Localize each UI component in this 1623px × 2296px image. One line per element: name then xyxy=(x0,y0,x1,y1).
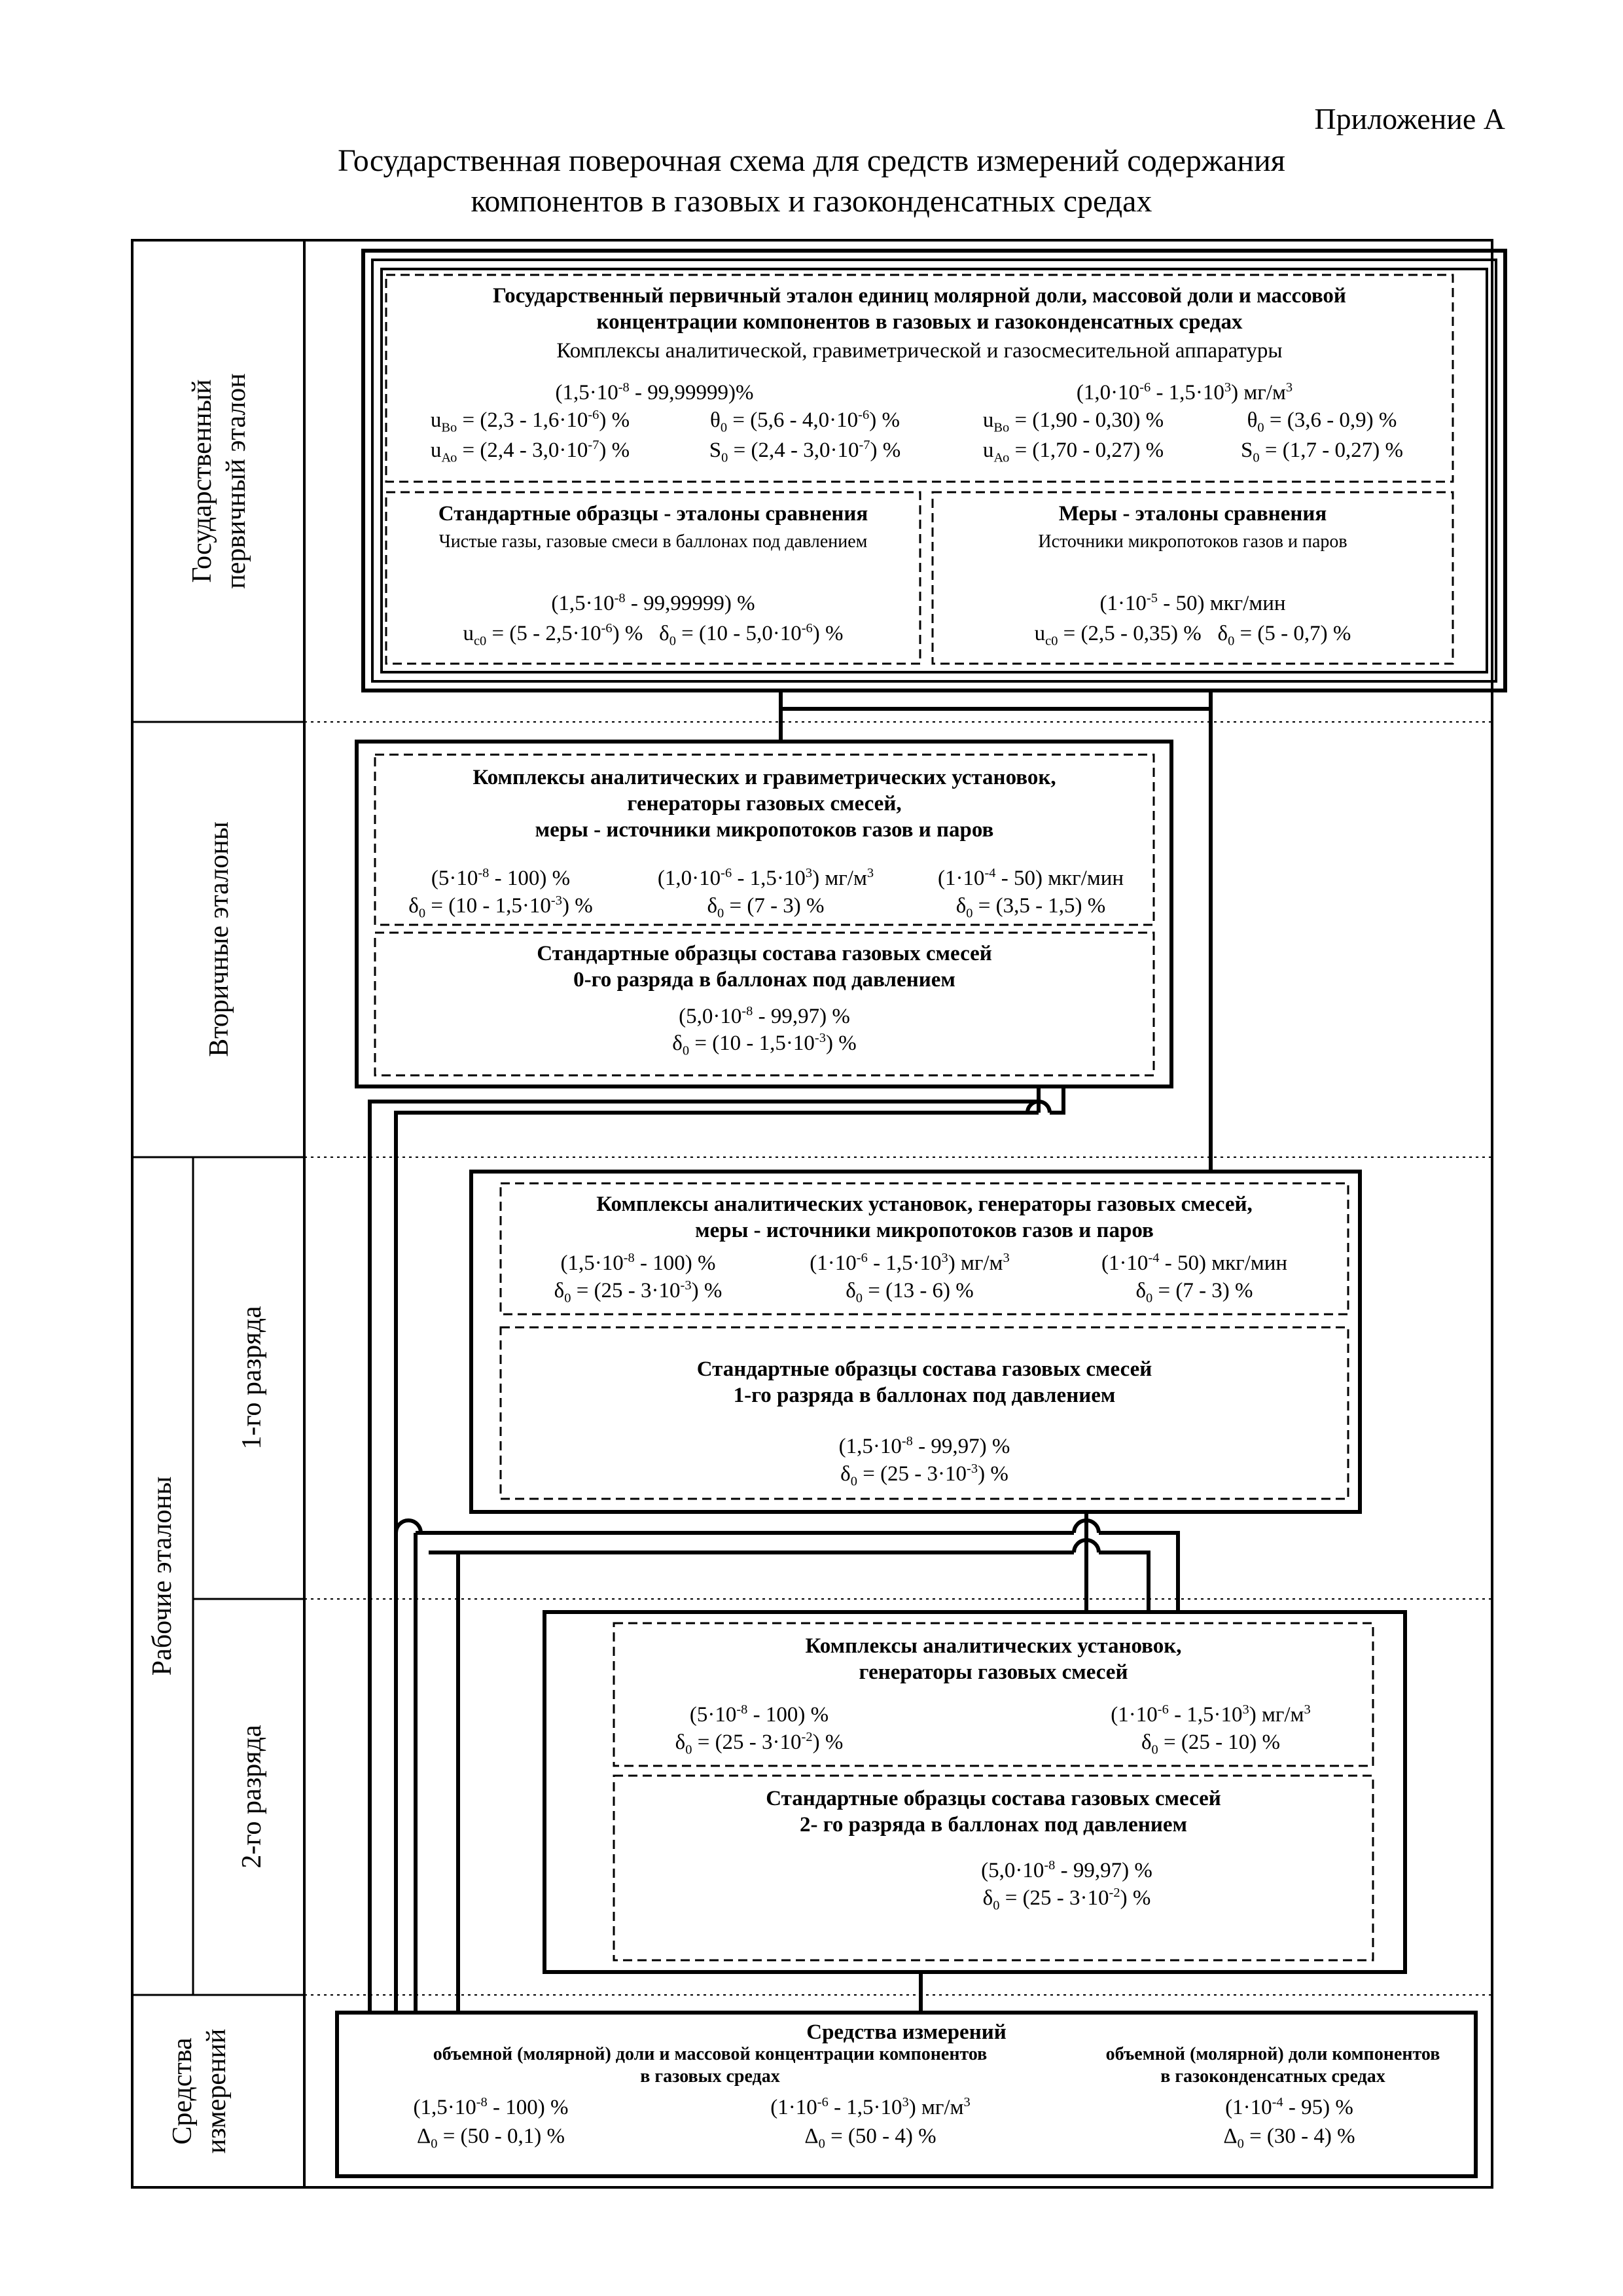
secondary-r2: (1,0·10-6 - 1,5·103) мг/м3 xyxy=(657,866,874,890)
primary-range-mass: (1,0·10-6 - 1,5·103) мг/м3 xyxy=(1076,380,1293,404)
primary-sub-left-sub: Чистые газы, газовые смеси в баллонах по… xyxy=(438,531,868,552)
grade1-r1: (1,5·10-8 - 100) % xyxy=(560,1251,716,1275)
grade2-title: Комплексы аналитических установок, генер… xyxy=(805,1634,1182,1684)
grade2-so-delta: δ0 = (25 - 3·10-2) % xyxy=(982,1886,1151,1913)
secondary-d3: δ0 = (3,5 - 1,5) % xyxy=(955,894,1106,921)
level-grade1-label: 1-го разряда xyxy=(237,1306,267,1450)
grade1-d1: δ0 = (25 - 3·10-3) % xyxy=(554,1278,722,1306)
primary-sub-right-sub: Источники микропотоков газов и паров xyxy=(1038,531,1347,552)
level-primary-label: Государственный первичный эталон xyxy=(187,373,251,589)
primary-range-molar: (1,5·10-8 - 99,99999)% xyxy=(555,380,754,404)
instruments-left-desc: объемной (молярной) доли и массовой конц… xyxy=(433,2044,988,2087)
instruments-r2: (1·10-6 - 1,5·103) мг/м3 xyxy=(770,2095,971,2119)
instruments-title: Средства измерений xyxy=(806,2020,1007,2044)
primary-title: Государственный первичный эталон единиц … xyxy=(493,284,1346,334)
instruments-D1: Δ0 = (50 - 0,1) % xyxy=(416,2125,565,2151)
instruments-r3: (1·10-4 - 95) % xyxy=(1225,2095,1353,2119)
grade1-title: Комплексы аналитических установок, генер… xyxy=(596,1193,1253,1242)
secondary-title: Комплексы аналитических и гравиметрическ… xyxy=(473,766,1056,842)
grade2-d2: δ0 = (25 - 10) % xyxy=(1141,1731,1281,1757)
primary-theta-right: θ0 = (3,6 - 0,9) % xyxy=(1247,408,1397,435)
instruments-r1: (1,5·10-8 - 100) % xyxy=(413,2095,569,2119)
primary-uBo-left: uВо = (2,3 - 1,6·10-6) % xyxy=(430,408,630,435)
secondary-d1: δ0 = (10 - 1,5·10-3) % xyxy=(408,893,593,921)
primary-sub-left-title: Стандартные образцы - эталоны сравнения xyxy=(438,502,868,526)
primary-sub-right-unc: uc0 = (2,5 - 0,35) % δ0 = (5 - 0,7) % xyxy=(1034,622,1351,649)
level-grade2-label: 2-го разряда xyxy=(237,1725,267,1869)
level-secondary-label: Вторичные эталоны xyxy=(204,821,234,1057)
instruments-D3: Δ0 = (30 - 4) % xyxy=(1223,2125,1355,2151)
secondary-so-delta: δ0 = (10 - 1,5·10-3) % xyxy=(672,1031,857,1058)
secondary-so-title: Стандартные образцы состава газовых смес… xyxy=(537,942,992,992)
level-working-label: Рабочие эталоны xyxy=(147,1476,177,1676)
grade1-so-delta: δ0 = (25 - 3·10-3) % xyxy=(840,1462,1008,1489)
appendix-label: Приложение А xyxy=(1314,102,1505,135)
grade2-so-range: (5,0·10-8 - 99,97) % xyxy=(981,1858,1152,1882)
grade1-r3: (1·10-4 - 50) мкг/мин xyxy=(1101,1251,1288,1275)
primary-S-right: S0 = (1,7 - 0,27) % xyxy=(1241,439,1403,465)
grade1-d3: δ0 = (7 - 3) % xyxy=(1135,1279,1253,1306)
grade1-d2: δ0 = (13 - 6) % xyxy=(846,1279,974,1306)
grade1-so-title: Стандартные образцы состава газовых смес… xyxy=(696,1357,1152,1407)
grade2-r2: (1·10-6 - 1,5·103) мг/м3 xyxy=(1111,1702,1311,1727)
grade2-d1: δ0 = (25 - 3·10-2) % xyxy=(675,1730,844,1757)
primary-sub-right-range: (1·10-5 - 50) мкг/мин xyxy=(1099,591,1286,615)
grade1-r2: (1·10-6 - 1,5·103) мг/м3 xyxy=(810,1251,1010,1275)
grade2-so-title: Стандартные образцы состава газовых смес… xyxy=(766,1787,1221,1837)
primary-subtitle: Комплексы аналитической, гравиметрическо… xyxy=(556,339,1283,363)
grade1-so-range: (1,5·10-8 - 99,97) % xyxy=(838,1434,1010,1458)
primary-uAo-right: uАо = (1,70 - 0,27) % xyxy=(982,439,1164,465)
grade2-r1: (5·10-8 - 100) % xyxy=(689,1702,829,1727)
primary-sub-left-unc: uc0 = (5 - 2,5·10-6) % δ0 = (10 - 5,0·10… xyxy=(463,621,844,649)
page-title: Государственная поверочная схема для сре… xyxy=(338,143,1285,219)
primary-sub-left-range: (1,5·10-8 - 99,99999) % xyxy=(551,591,755,615)
primary-S-left: S0 = (2,4 - 3,0·10-7) % xyxy=(709,438,901,465)
instruments-D2: Δ0 = (50 - 4) % xyxy=(804,2125,936,2151)
secondary-so-range: (5,0·10-8 - 99,97) % xyxy=(679,1004,850,1028)
secondary-r1: (5·10-8 - 100) % xyxy=(431,866,571,890)
secondary-r3: (1·10-4 - 50) мкг/мин xyxy=(937,866,1124,890)
instruments-right-desc: объемной (молярной) доли компонентов в г… xyxy=(1105,2044,1440,2087)
primary-theta-left: θ0 = (5,6 - 4,0·10-6) % xyxy=(710,408,900,435)
primary-uAo-left: uАо = (2,4 - 3,0·10-7) % xyxy=(430,438,630,465)
secondary-d2: δ0 = (7 - 3) % xyxy=(707,894,825,921)
primary-uBo-right: uВо = (1,90 - 0,30) % xyxy=(982,408,1164,435)
primary-sub-right-title: Меры - эталоны сравнения xyxy=(1058,502,1327,526)
level-instruments-label: Средства измерений xyxy=(168,2028,232,2154)
